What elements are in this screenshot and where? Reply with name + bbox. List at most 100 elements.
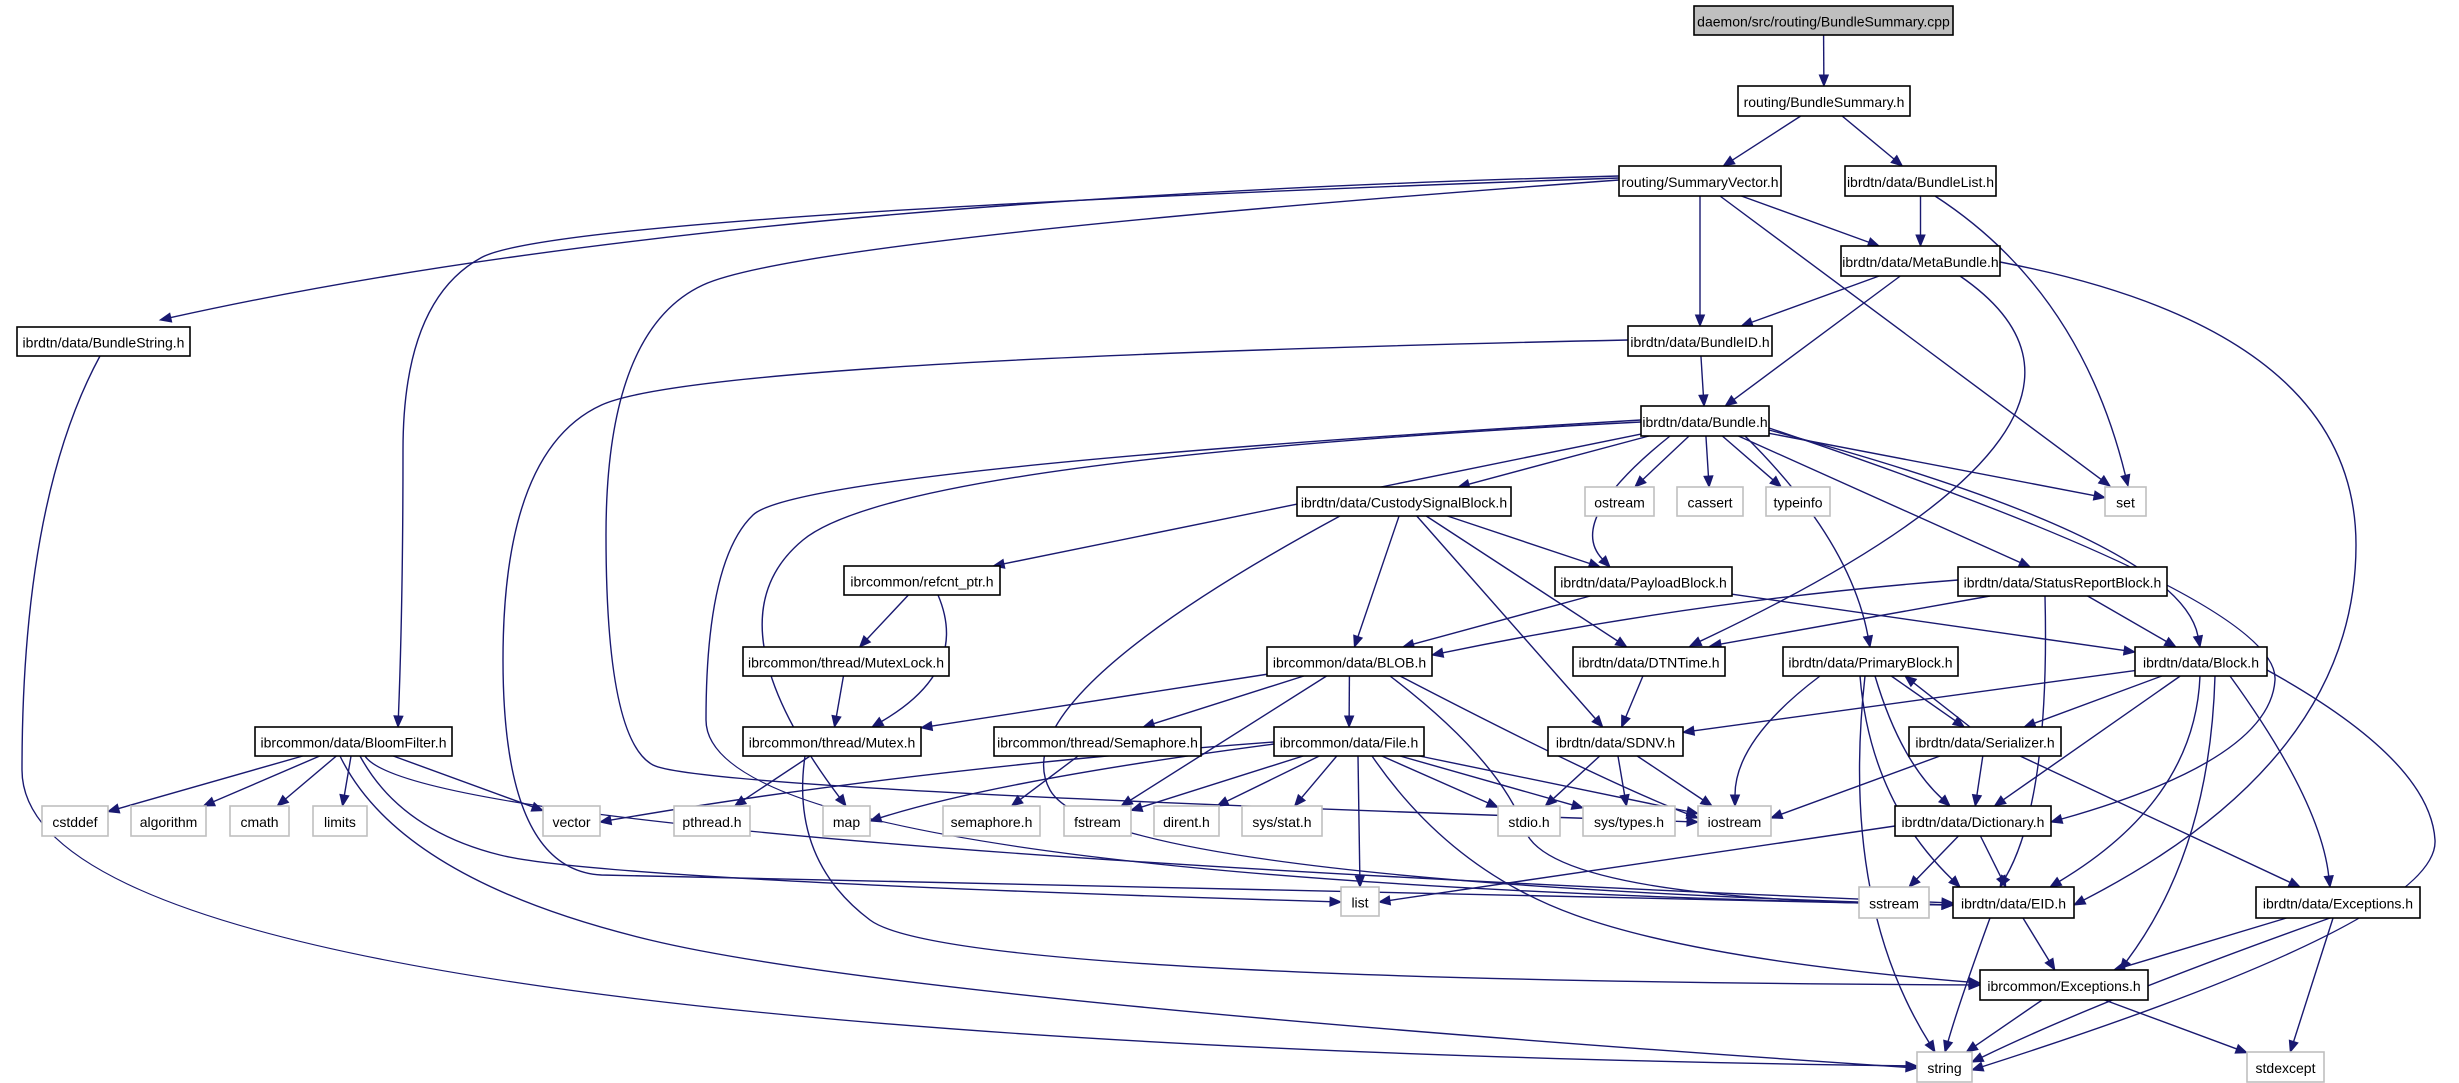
edge-line bbox=[1399, 675, 1688, 815]
arrowhead-icon bbox=[1951, 716, 1966, 728]
node-bundlelist[interactable]: ibrdtn/data/BundleList.h bbox=[1844, 165, 1997, 197]
edge-Bundle-to-Block bbox=[1768, 429, 2204, 649]
node-file[interactable]: ibrcommon/data/File.h bbox=[1273, 726, 1425, 757]
node-sdnv[interactable]: ibrdtn/data/SDNV.h bbox=[1547, 726, 1684, 757]
edge-line bbox=[1733, 275, 1901, 401]
node-pthread: pthread.h bbox=[673, 805, 751, 837]
edges-layer bbox=[21, 34, 2436, 1073]
arrowhead-icon bbox=[1862, 634, 1874, 649]
edge-Mutex-to-CommonExceptions bbox=[801, 755, 1982, 991]
node-label: ibrdtn/data/Bundle.h bbox=[1642, 414, 1767, 430]
edge-BLOB-to-EID bbox=[1389, 675, 1955, 911]
node-box bbox=[843, 565, 1001, 596]
edge-BundleSummary-to-SummaryVector bbox=[1722, 115, 1802, 167]
arrowhead-icon bbox=[1965, 1041, 1979, 1053]
node-eid[interactable]: ibrdtn/data/EID.h bbox=[1952, 886, 2075, 919]
node-label: ibrcommon/Exceptions.h bbox=[1987, 978, 2140, 994]
arrowhead-icon bbox=[1685, 806, 1700, 817]
node-dtntime[interactable]: ibrdtn/data/DTNTime.h bbox=[1572, 646, 1726, 677]
node-bundlesummary[interactable]: routing/BundleSummary.h bbox=[1737, 85, 1911, 117]
edge-line bbox=[1947, 917, 1991, 1042]
node-blob[interactable]: ibrcommon/data/BLOB.h bbox=[1266, 646, 1433, 677]
edge-line bbox=[880, 743, 1275, 819]
edge-line bbox=[359, 755, 1331, 903]
node-box bbox=[2104, 486, 2147, 517]
node-commonexceptions[interactable]: ibrcommon/Exceptions.h bbox=[1979, 969, 2149, 1001]
node-summaryvector[interactable]: routing/SummaryVector.h bbox=[1618, 165, 1782, 197]
edge-CommonExceptions-to-stdexcept bbox=[2104, 999, 2249, 1054]
edge-line bbox=[1976, 755, 1984, 796]
node-label: ibrcommon/thread/Semaphore.h bbox=[997, 735, 1198, 751]
edge-CustodySignalBlock-to-DTNTime bbox=[1425, 515, 1628, 648]
node-bloomfilter[interactable]: ibrcommon/data/BloomFilter.h bbox=[254, 726, 453, 757]
edge-MutexLock-to-Mutex bbox=[831, 675, 845, 729]
node-payloadblock[interactable]: ibrdtn/data/PayloadBlock.h bbox=[1554, 566, 1733, 597]
edge-line bbox=[1744, 435, 1869, 637]
edge-line bbox=[835, 675, 845, 717]
node-sstream: sstream bbox=[1858, 886, 1930, 919]
node-mutex[interactable]: ibrcommon/thread/Mutex.h bbox=[742, 726, 922, 757]
edge-SummaryVector-to-iostream bbox=[605, 179, 1700, 827]
edge-BLOB-to-Mutex bbox=[919, 673, 1268, 732]
node-label: set bbox=[2116, 495, 2135, 511]
node-semaphore[interactable]: ibrcommon/thread/Semaphore.h bbox=[993, 726, 1202, 757]
node-mutexlock[interactable]: ibrcommon/thread/MutexLock.h bbox=[742, 646, 950, 677]
node-refcnt-ptr[interactable]: ibrcommon/refcnt_ptr.h bbox=[843, 565, 1001, 596]
arrowhead-icon bbox=[1968, 976, 1982, 988]
arrowhead-icon bbox=[1694, 314, 1706, 328]
node-bundlestring[interactable]: ibrdtn/data/BundleString.h bbox=[16, 326, 191, 357]
arrowhead-icon bbox=[868, 812, 883, 823]
edge-Bundle-to-CustodySignalBlock bbox=[1456, 435, 1650, 490]
node-bundle[interactable]: ibrdtn/data/Bundle.h bbox=[1640, 405, 1770, 437]
node-label: ibrdtn/data/Serializer.h bbox=[1915, 735, 2054, 751]
node-custodysignalblock[interactable]: ibrdtn/data/CustodySignalBlock.h bbox=[1296, 486, 1512, 517]
arrowhead-icon bbox=[1633, 475, 1647, 488]
node-label: ibrdtn/data/BundleID.h bbox=[1630, 334, 1769, 350]
arrowhead-icon bbox=[2048, 876, 2063, 888]
edge-EID-to-string bbox=[1943, 917, 1991, 1054]
node-box bbox=[1844, 165, 1997, 197]
edge-Bundle-to-typeinfo bbox=[1721, 435, 1783, 488]
arrowhead-icon bbox=[158, 312, 173, 323]
edge-line bbox=[2124, 917, 2287, 968]
node-statusreportblock[interactable]: ibrdtn/data/StatusReportBlock.h bbox=[1957, 566, 2168, 597]
arrowhead-icon bbox=[2287, 877, 2302, 888]
arrowhead-icon bbox=[1010, 794, 1024, 807]
edge-line bbox=[1419, 755, 1688, 812]
edge-File-to-CommonExceptions bbox=[1371, 755, 1982, 988]
node-root[interactable]: daemon/src/routing/BundleSummary.cpp bbox=[1693, 5, 1954, 36]
arrowhead-icon bbox=[1970, 1052, 1985, 1063]
arrowhead-icon bbox=[733, 795, 748, 807]
edge-PrimaryBlock-to-Serializer bbox=[1890, 675, 1966, 728]
node-box bbox=[1840, 245, 2001, 277]
node-dirent: dirent.h bbox=[1153, 805, 1220, 837]
edge-File-to-map bbox=[868, 743, 1275, 823]
node-metabundle[interactable]: ibrdtn/data/MetaBundle.h bbox=[1840, 245, 2001, 277]
edge-line bbox=[1781, 755, 1941, 815]
edge-line bbox=[1979, 835, 2002, 878]
node-bundleid[interactable]: ibrdtn/data/BundleID.h bbox=[1627, 325, 1773, 357]
edge-line bbox=[1768, 432, 2095, 497]
node-dataexceptions[interactable]: ibrdtn/data/Exceptions.h bbox=[2255, 886, 2421, 919]
arrowhead-icon bbox=[1890, 154, 1904, 167]
arrowhead-icon bbox=[1908, 875, 1921, 888]
arrowhead-icon bbox=[1943, 1039, 1954, 1054]
node-serializer[interactable]: ibrdtn/data/Serializer.h bbox=[1908, 726, 2062, 757]
node-primaryblock[interactable]: ibrdtn/data/PrimaryBlock.h bbox=[1782, 646, 1959, 677]
edge-MetaBundle-to-DTNTime bbox=[1688, 275, 2026, 647]
edge-Block-to-EID bbox=[2048, 675, 2201, 888]
edge-StatusReportBlock-to-DTNTime bbox=[1708, 595, 1991, 650]
edge-line bbox=[1226, 755, 1320, 802]
edge-line bbox=[1700, 355, 1705, 396]
edge-CustodySignalBlock-to-PayloadBlock bbox=[1447, 515, 1602, 569]
edge-line bbox=[2003, 675, 2181, 801]
arrowhead-icon bbox=[1377, 895, 1392, 906]
node-dictionary[interactable]: ibrdtn/data/Dictionary.h bbox=[1894, 805, 2052, 837]
node-label: ibrdtn/data/PrimaryBlock.h bbox=[1788, 655, 1952, 671]
node-box bbox=[1737, 85, 1911, 117]
edge-line bbox=[1975, 999, 2043, 1047]
node-block[interactable]: ibrdtn/data/Block.h bbox=[2134, 646, 2268, 677]
node-box bbox=[1640, 405, 1770, 437]
node-label: ibrcommon/thread/MutexLock.h bbox=[748, 655, 944, 671]
